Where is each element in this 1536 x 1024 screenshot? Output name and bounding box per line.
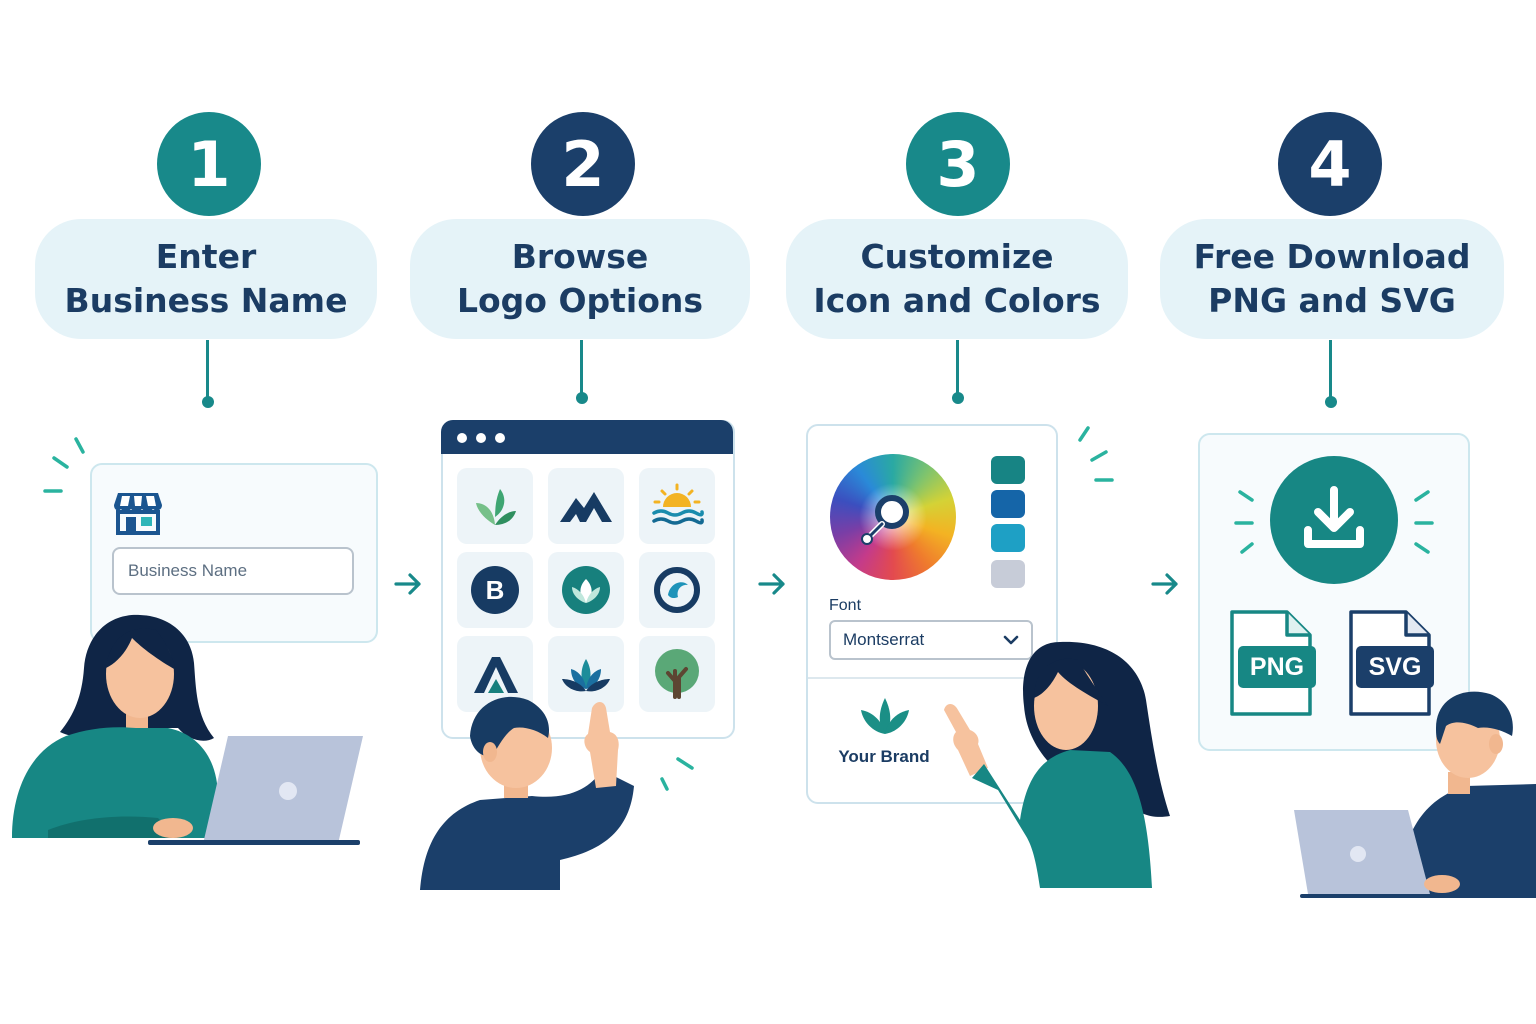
step-2-title: Browse Logo Options bbox=[410, 219, 750, 339]
brand-leaf-icon bbox=[861, 698, 909, 734]
window-dot-icon bbox=[495, 433, 505, 443]
sunrise-waves-icon bbox=[652, 483, 704, 525]
logo-option-leaf-emblem[interactable] bbox=[548, 552, 624, 628]
font-label: Font bbox=[829, 597, 862, 614]
font-select-value: Montserrat bbox=[843, 630, 925, 649]
tree-icon bbox=[655, 649, 699, 699]
png-file-label: PNG bbox=[1238, 646, 1316, 688]
step-2-connector bbox=[580, 340, 583, 398]
person-pointing-illustration bbox=[420, 696, 634, 890]
leaf-emblem-icon bbox=[562, 566, 610, 614]
step-4-connector bbox=[1329, 340, 1332, 398]
logo-option-sunrise[interactable] bbox=[639, 468, 715, 544]
step-3-title-line-2: Icon and Colors bbox=[813, 281, 1101, 320]
download-button[interactable] bbox=[1270, 456, 1398, 584]
step-1-title-line-1: Enter bbox=[155, 237, 257, 276]
sparkle-lines-icon bbox=[43, 437, 85, 493]
person-pointing-illustration bbox=[944, 641, 1170, 888]
color-picker-icon[interactable] bbox=[860, 494, 910, 550]
arrow-right-icon bbox=[758, 573, 785, 595]
step-3-connector bbox=[956, 340, 959, 398]
arrow-right-icon bbox=[394, 573, 421, 595]
arrow-right-icon bbox=[1151, 573, 1178, 595]
mountain-icon bbox=[560, 492, 612, 522]
step-1-title: Enter Business Name bbox=[35, 219, 377, 339]
window-titlebar bbox=[441, 420, 733, 454]
step-3-title-line-1: Customize bbox=[860, 237, 1054, 276]
step-2-title-line-2: Logo Options bbox=[456, 281, 704, 320]
sparkle-lines-icon bbox=[1078, 426, 1114, 482]
logo-option-lotus[interactable] bbox=[548, 636, 624, 712]
logo-option-tree[interactable] bbox=[639, 636, 715, 712]
svg-file-label: SVG bbox=[1356, 646, 1434, 688]
lotus-icon bbox=[562, 659, 610, 692]
logo-option-letter-b[interactable]: B bbox=[457, 552, 533, 628]
logo-option-leaf[interactable] bbox=[457, 468, 533, 544]
sparkle-lines-icon bbox=[1414, 490, 1434, 554]
step-3-number: 3 bbox=[906, 112, 1010, 216]
person-with-laptop-illustration bbox=[1294, 691, 1536, 898]
step-1-connector bbox=[206, 340, 209, 398]
step-4-connector-dot bbox=[1325, 396, 1337, 408]
step-4-title-line-2: PNG and SVG bbox=[1208, 281, 1456, 320]
step-3-title: Customize Icon and Colors bbox=[786, 219, 1128, 339]
color-swatch-gray[interactable] bbox=[991, 560, 1025, 588]
business-name-input[interactable]: Business Name bbox=[112, 547, 354, 595]
step-2-title-line-1: Browse bbox=[511, 237, 649, 276]
step-2-connector-dot bbox=[576, 392, 588, 404]
chevron-down-icon bbox=[1003, 635, 1019, 645]
step-4-title-line-1: Free Download bbox=[1193, 237, 1471, 276]
color-swatch-teal[interactable] bbox=[991, 456, 1025, 484]
color-wheel[interactable] bbox=[830, 454, 956, 580]
person-typing-illustration bbox=[12, 614, 363, 845]
letter-b-icon: B bbox=[471, 566, 519, 614]
divider bbox=[808, 677, 1052, 679]
sparkle-lines-icon bbox=[1234, 490, 1254, 554]
logo-option-wave-emblem[interactable] bbox=[639, 552, 715, 628]
brand-name-preview: Your Brand bbox=[838, 747, 930, 766]
window-dot-icon bbox=[457, 433, 467, 443]
download-icon bbox=[1304, 486, 1364, 548]
step-1-connector-dot bbox=[202, 396, 214, 408]
letter-a-icon bbox=[474, 657, 518, 693]
step-4-title: Free Download PNG and SVG bbox=[1160, 219, 1504, 339]
wave-emblem-icon bbox=[654, 567, 700, 613]
font-select[interactable]: Montserrat bbox=[829, 620, 1033, 660]
color-swatch-cyan[interactable] bbox=[991, 524, 1025, 552]
leaf-icon bbox=[476, 489, 516, 525]
storefront-icon bbox=[114, 493, 162, 535]
window-dot-icon bbox=[476, 433, 486, 443]
step-1-title-line-2: Business Name bbox=[64, 281, 348, 320]
step-4-number: 4 bbox=[1278, 112, 1382, 216]
step-1-number: 1 bbox=[157, 112, 261, 216]
sparkle-lines-icon bbox=[660, 757, 694, 791]
step-2-number: 2 bbox=[531, 112, 635, 216]
step-3-connector-dot bbox=[952, 392, 964, 404]
logo-option-mountain[interactable] bbox=[548, 468, 624, 544]
color-swatch-blue[interactable] bbox=[991, 490, 1025, 518]
